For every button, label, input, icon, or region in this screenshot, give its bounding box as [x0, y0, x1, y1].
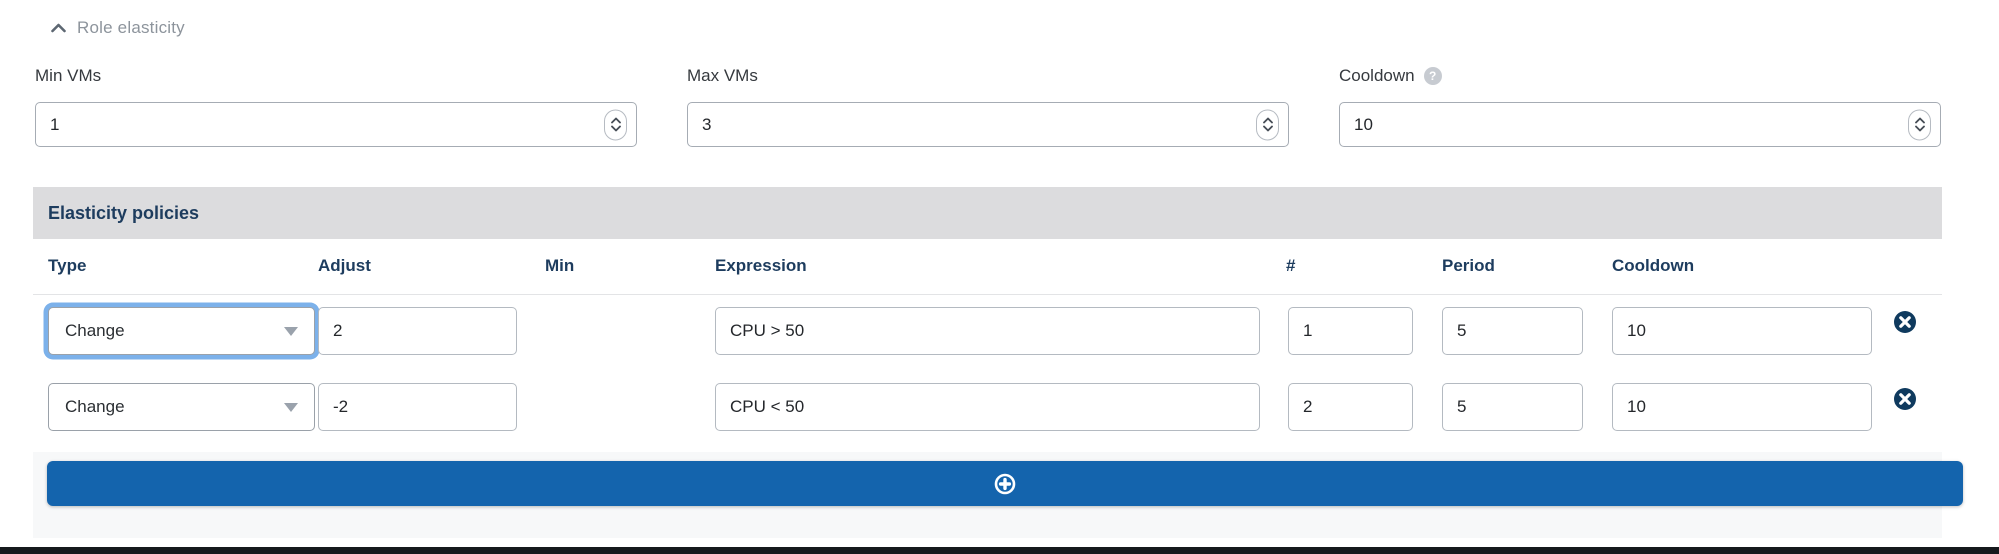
policy-row2-type-value: Change: [65, 397, 125, 416]
min-vms-input[interactable]: [36, 103, 636, 146]
stepper-up-icon: [610, 117, 621, 124]
max-vms-input[interactable]: [688, 103, 1288, 146]
max-vms-label: Max VMs: [687, 66, 758, 85]
policy-row2-cooldown-input[interactable]: [1613, 384, 1871, 430]
policy-row1-expression-input[interactable]: [716, 308, 1259, 354]
policy-row1-adjust-input[interactable]: [319, 308, 516, 354]
min-vms-field: [35, 102, 637, 147]
policy-row1-expression-field: [715, 307, 1260, 355]
policy-row1-adjust-field: [318, 307, 517, 355]
stepper-down-icon: [610, 125, 621, 132]
policy-row2-period-field: [1442, 383, 1583, 431]
add-circle-icon: [994, 473, 1016, 494]
policy-row2-expression-input[interactable]: [716, 384, 1259, 430]
policy-row2-type-select[interactable]: Change: [48, 383, 315, 431]
policy-row1-cooldown-field: [1612, 307, 1872, 355]
delete-x-icon: [1894, 311, 1916, 333]
policy-row2-delete-button[interactable]: [1893, 387, 1917, 411]
policy-row1-type-value: Change: [65, 321, 125, 340]
elasticity-policies-title: Elasticity policies: [48, 202, 200, 223]
min-vms-label: Min VMs: [35, 66, 102, 85]
header-divider: [33, 294, 1942, 295]
policy-row2-adjust-input[interactable]: [319, 384, 516, 430]
help-icon[interactable]: ?: [1423, 67, 1442, 85]
policy-row1-period-field: [1442, 307, 1583, 355]
policy-row1-count-field: [1288, 307, 1413, 355]
col-header-period: Period: [1442, 256, 1495, 275]
add-policy-button[interactable]: [47, 461, 1963, 506]
cooldown-field: [1339, 102, 1941, 147]
cooldown-label: Cooldown ?: [1339, 64, 1442, 88]
col-header-count: #: [1286, 256, 1296, 275]
col-header-cooldown: Cooldown: [1612, 256, 1695, 275]
policy-row2-count-field: [1288, 383, 1413, 431]
delete-x-icon: [1894, 388, 1916, 410]
policy-row1-type-select[interactable]: Change: [48, 307, 315, 355]
policy-row2-period-input[interactable]: [1443, 384, 1582, 430]
policy-row2-adjust-field: [318, 383, 517, 431]
cooldown-stepper[interactable]: [1908, 109, 1931, 140]
section-collapse-toggle[interactable]: Role elasticity: [51, 16, 185, 40]
col-header-type: Type: [48, 256, 87, 275]
max-vms-field: [687, 102, 1289, 147]
stepper-up-icon: [1262, 117, 1273, 124]
cooldown-input[interactable]: [1340, 103, 1940, 146]
policy-row1-delete-button[interactable]: [1893, 310, 1917, 334]
policy-row2-cooldown-field: [1612, 383, 1872, 431]
min-vms-stepper[interactable]: [604, 109, 627, 140]
stepper-up-icon: [1914, 117, 1925, 124]
chevron-up-icon: [51, 23, 66, 33]
policy-row1-period-input[interactable]: [1443, 308, 1582, 354]
policy-row2-count-input[interactable]: [1289, 384, 1412, 430]
col-header-min: Min: [545, 256, 575, 275]
max-vms-stepper[interactable]: [1256, 109, 1279, 140]
stepper-down-icon: [1914, 125, 1925, 132]
policy-row1-cooldown-input[interactable]: [1613, 308, 1871, 354]
dropdown-arrow-icon: [284, 327, 298, 336]
col-header-expression: Expression: [715, 256, 807, 275]
policy-row2-expression-field: [715, 383, 1260, 431]
dialog-bottom-bar: [0, 547, 1999, 554]
col-header-adjust: Adjust: [318, 256, 371, 275]
dropdown-arrow-icon: [284, 403, 298, 412]
elasticity-policies-header: Elasticity policies: [33, 187, 1942, 239]
stepper-down-icon: [1262, 125, 1273, 132]
policy-row1-count-input[interactable]: [1289, 308, 1412, 354]
section-title: Role elasticity: [77, 18, 185, 37]
